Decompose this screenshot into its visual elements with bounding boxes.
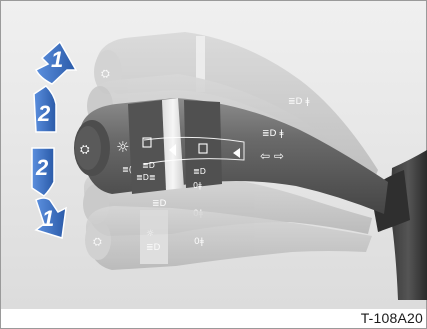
svg-text:0ǂ: 0ǂ xyxy=(193,181,202,190)
svg-text:0ǂ: 0ǂ xyxy=(194,237,205,247)
arrow-label-1-up: 1 xyxy=(51,47,63,72)
wiper-blade-icon: ⛭ xyxy=(80,142,90,156)
wiper-blade-icon: ⛭ xyxy=(101,67,110,80)
turn-signal-icon: ⇦ ⇨ xyxy=(260,149,284,163)
arrow-label-2-up: 2 xyxy=(37,101,51,126)
svg-text:⛭: ⛭ xyxy=(93,235,102,248)
parking-lamp-icon: ☼ xyxy=(116,138,129,156)
high-beam-icon: ≣D ǂ xyxy=(262,129,284,139)
arrow-down-inner: 2 xyxy=(32,148,54,196)
arrow-label-1-down: 1 xyxy=(42,206,54,231)
svg-text:≣D: ≣D xyxy=(193,167,206,176)
arrow-label-2-down: 2 xyxy=(35,155,49,180)
svg-text:≣D: ≣D xyxy=(146,243,161,253)
figure-reference-code: T-108A20 xyxy=(361,310,423,326)
high-beam-icon: ≣D ǂ xyxy=(288,97,310,107)
svg-text:≣(: ≣( xyxy=(122,165,132,174)
svg-text:☼: ☼ xyxy=(146,229,154,239)
svg-text:≣D≣: ≣D≣ xyxy=(136,173,156,182)
